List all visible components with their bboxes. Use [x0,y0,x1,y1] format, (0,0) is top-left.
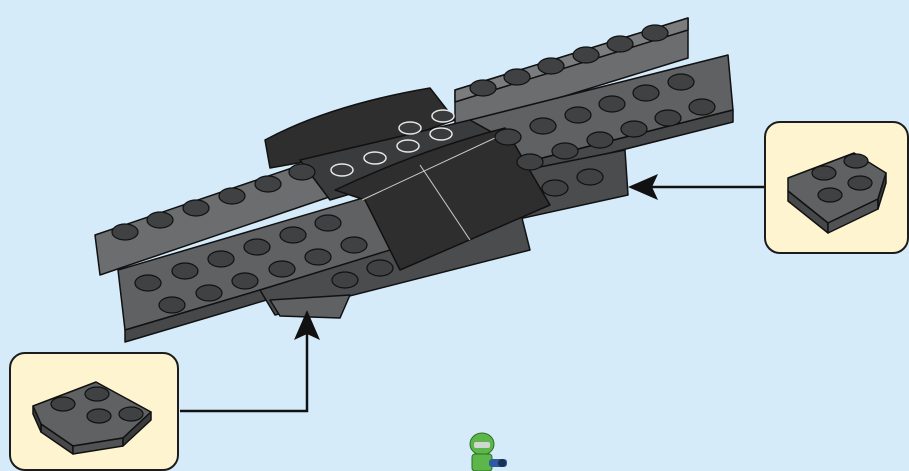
wedge-plate-right-icon [766,123,907,252]
part-callout-left [9,352,179,471]
part-callout-right [764,121,909,254]
wedge-plate-left-icon [11,354,177,469]
minifigure-icon [462,432,512,471]
